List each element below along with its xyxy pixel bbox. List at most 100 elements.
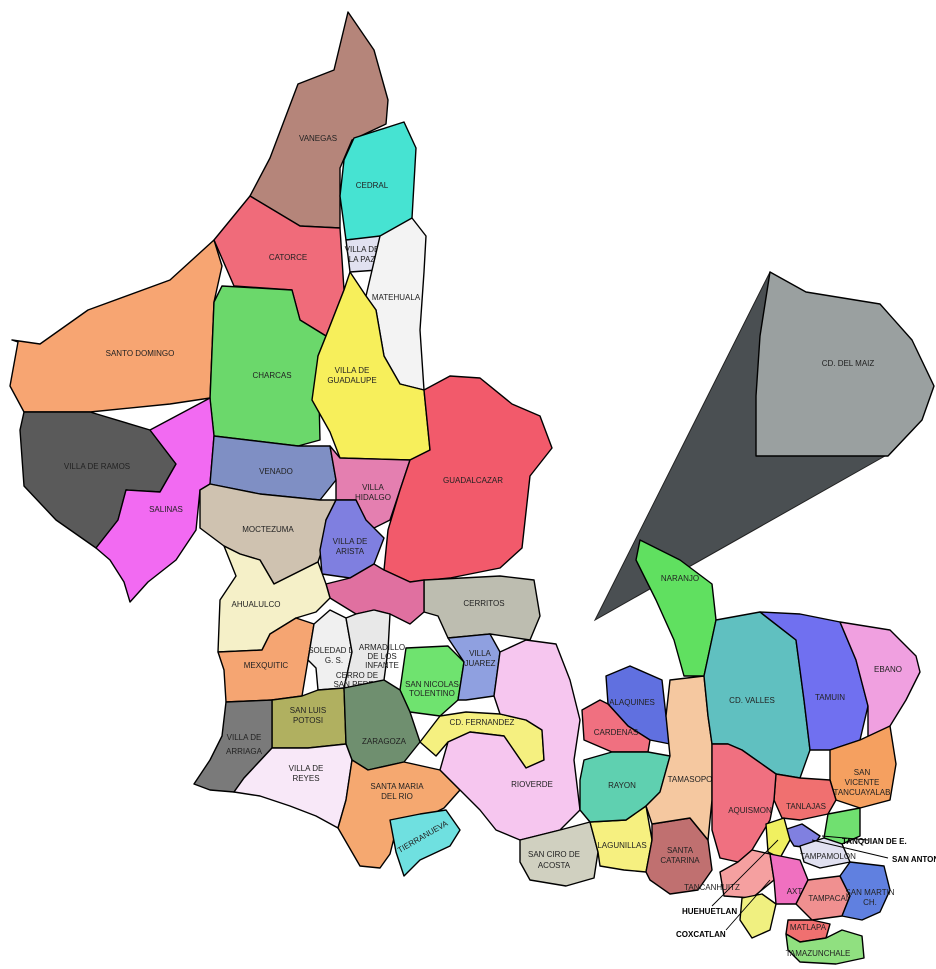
label-san-luis-potosi-2: POTOSI xyxy=(293,716,323,725)
label-tanlajas: TANLAJAS xyxy=(786,802,826,811)
label-san-antonio: SAN ANTONIO xyxy=(892,855,936,864)
municipality-tancanhuitz[interactable] xyxy=(719,849,775,899)
municipality-coxcatlan[interactable] xyxy=(739,893,777,939)
label-vanegas: VANEGAS xyxy=(299,134,337,143)
label-venado: VENADO xyxy=(259,467,293,476)
label-san-nicolas-tolentino-2: TOLENTINO xyxy=(409,689,455,698)
label-charcas: CHARCAS xyxy=(252,371,291,380)
label-lagunillas: LAGUNILLAS xyxy=(597,841,646,850)
label-armadillo-3: INFANTE xyxy=(365,661,399,670)
label-matlapa: MATLAPA xyxy=(790,923,827,932)
label-cerro-de-san-pedro-1: CERRO DE xyxy=(336,671,378,680)
municipality-villa-de-reyes[interactable] xyxy=(233,743,353,829)
label-san-vicente-3: TANCUAYALAB xyxy=(834,788,891,797)
municipality-guadalcazar[interactable] xyxy=(383,375,553,583)
label-rioverde: RIOVERDE xyxy=(511,780,553,789)
label-armadillo-2: DE LOS xyxy=(367,652,396,661)
label-salinas: SALINAS xyxy=(149,505,183,514)
label-villa-de-ramos: VILLA DE RAMOS xyxy=(64,462,130,471)
label-san-martin-ch-1: SAN MARTIN xyxy=(845,888,894,897)
municipality-tanlajas[interactable] xyxy=(773,773,837,821)
municipality-ebano[interactable] xyxy=(839,621,921,741)
municipality-naranjo[interactable] xyxy=(635,539,717,677)
municipality-san-ciro-de-acosta[interactable] xyxy=(519,821,599,887)
label-villa-hidalgo-2: HIDALGO xyxy=(355,493,391,502)
label-armadillo-1: ARMADILLO xyxy=(359,643,405,652)
municipality-tanquian-de-e[interactable] xyxy=(823,807,861,845)
label-cd-fernandez: CD. FERNANDEZ xyxy=(450,718,515,727)
municipality-huehuetlan[interactable] xyxy=(765,817,791,859)
label-coxcatlan: COXCATLAN xyxy=(676,930,726,939)
label-villa-de-guadalupe-1: VILLA DE xyxy=(335,366,370,375)
municipality-cerro-de-san-pedro[interactable] xyxy=(343,609,391,689)
municipality-rioverde[interactable] xyxy=(439,639,581,841)
label-san-vicente-1: SAN xyxy=(854,768,871,777)
municipality-santo-domingo[interactable] xyxy=(9,239,223,413)
label-san-vicente-2: VICENTE xyxy=(845,778,880,787)
label-villa-de-arriaga-1: VILLA DE xyxy=(227,733,262,742)
label-santo-domingo: SANTO DOMINGO xyxy=(106,349,175,358)
label-cerro-de-san-pedro-2: SAN PEDRO xyxy=(333,680,380,689)
label-cd-valles: CD. VALLES xyxy=(729,696,775,705)
label-cd-del-maiz: CD. DEL MAIZ xyxy=(822,359,875,368)
label-tancanhuitz: TANCANHUITZ xyxy=(684,883,740,892)
label-tamazunchale: TAMAZUNCHALE xyxy=(786,949,851,958)
label-soledad-2: G. S. xyxy=(325,656,343,665)
label-cedral: CEDRAL xyxy=(356,181,389,190)
municipality-tierranueva[interactable] xyxy=(389,809,461,877)
municipality-aquismon[interactable] xyxy=(711,743,777,863)
municipality-cerritos[interactable] xyxy=(423,575,541,641)
label-santa-catarina-2: CATARINA xyxy=(660,856,700,865)
label-villa-de-reyes-1: VILLA DE xyxy=(289,764,324,773)
label-villa-de-la-paz-1: VILLA DE xyxy=(345,245,380,254)
label-aquismon: AQUISMON xyxy=(728,806,772,815)
label-tampacan: TAMPACAN xyxy=(808,894,851,903)
label-villa-de-arista-2: ARISTA xyxy=(336,547,365,556)
municipality-cardenas[interactable] xyxy=(581,699,651,753)
label-cerritos: CERRITOS xyxy=(463,599,504,608)
label-villa-hidalgo-1: VILLA xyxy=(362,483,384,492)
label-san-luis-potosi-1: SAN LUIS xyxy=(290,706,326,715)
municipality-villa-hidalgo[interactable] xyxy=(329,445,411,531)
label-santa-maria-del-rio-2: DEL RIO xyxy=(381,792,413,801)
leader-lines xyxy=(711,835,889,931)
label-tamasopo: TAMASOPO xyxy=(668,775,713,784)
label-villa-de-arriaga-2: ARRIAGA xyxy=(226,747,263,756)
label-santa-maria-del-rio-1: SANTA MARIA xyxy=(370,782,424,791)
label-naranjo: NARANJO xyxy=(661,574,699,583)
municipality-villa-de-arriaga[interactable] xyxy=(193,699,273,793)
municipality-ahualulco[interactable] xyxy=(217,545,331,653)
label-tampamolon: TAMPAMOLON xyxy=(800,852,856,861)
label-ebano: EBANO xyxy=(874,665,902,674)
label-rayon: RAYON xyxy=(608,781,636,790)
label-huehuetlan: HUEHUETLAN xyxy=(682,907,737,916)
municipality-san-martin-ch[interactable] xyxy=(839,861,891,921)
municipality-tamazunchale[interactable] xyxy=(785,929,865,965)
municipality-villa-juarez[interactable] xyxy=(447,633,501,701)
label-san-ciro-de-acosta-2: ACOSTA xyxy=(538,861,571,870)
label-san-nicolas-tolentino-1: SAN NICOLAS xyxy=(405,680,459,689)
label-san-martin-ch-2: CH. xyxy=(863,898,877,907)
label-matehuala: MATEHUALA xyxy=(372,293,421,302)
label-moctezuma: MOCTEZUMA xyxy=(242,525,294,534)
label-cardenas: CARDENAS xyxy=(594,728,638,737)
label-san-ciro-de-acosta-1: SAN CIRO DE xyxy=(528,850,580,859)
label-villa-de-la-paz-2: LA PAZ xyxy=(349,255,376,264)
label-guadalcazar: GUADALCAZAR xyxy=(443,476,503,485)
label-tanquian-de-e: TANQUIAN DE E. xyxy=(842,837,907,846)
label-alaquines: ALAQUINES xyxy=(609,698,655,707)
label-catorce: CATORCE xyxy=(269,253,307,262)
municipality-charcas[interactable] xyxy=(209,285,327,447)
label-villa-juarez-1: VILLA xyxy=(469,649,491,658)
label-tamuin: TAMUIN xyxy=(815,693,845,702)
label-soledad-1: SOLEDAD DE xyxy=(308,646,360,655)
municipality-cd-del-maiz[interactable] xyxy=(755,271,935,457)
label-ahualulco: AHUALULCO xyxy=(232,600,281,609)
label-santa-catarina-1: SANTA xyxy=(667,846,694,855)
label-villa-de-reyes-2: REYES xyxy=(292,774,319,783)
label-zaragoza: ZARAGOZA xyxy=(362,737,407,746)
label-villa-de-guadalupe-2: GUADALUPE xyxy=(327,376,376,385)
label-villa-de-arista-1: VILLA DE xyxy=(333,537,368,546)
label-villa-juarez-2: JUAREZ xyxy=(464,659,495,668)
